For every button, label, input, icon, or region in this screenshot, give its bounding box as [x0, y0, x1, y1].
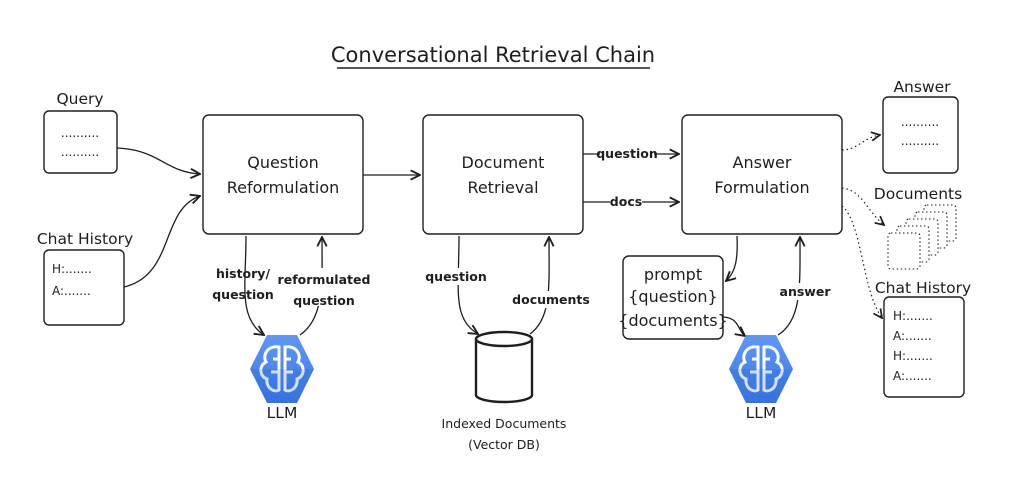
- query-label: Query: [56, 90, 103, 108]
- chat-history-output-line-2: A:.......: [893, 329, 932, 343]
- history-output-arrow: [841, 205, 882, 318]
- query-to-reformulation-arrow: [116, 147, 200, 174]
- prompt-line-2: {question}: [628, 287, 717, 306]
- question-reformulation-line-2: Reformulation: [227, 178, 340, 197]
- to-answer-question-label: question: [596, 146, 658, 161]
- brain-chip-icon: [729, 335, 793, 403]
- retrieval-question-label: question: [425, 269, 487, 284]
- answer-to-prompt-arrow: [726, 235, 738, 281]
- prompt-line-3: {documents}: [618, 311, 727, 330]
- diagram-title: Conversational Retrieval Chain: [331, 43, 655, 67]
- chat-history-output-label: Chat History: [875, 279, 971, 297]
- answer-output-arrow: [841, 135, 880, 151]
- retrieval-to-db-arrow: [457, 235, 478, 334]
- answer-output-box: [882, 96, 959, 174]
- documents-output-arrow: [841, 187, 884, 225]
- chat-history-input-line-1: H:.......: [52, 262, 92, 276]
- answer-formulation-box: [681, 114, 843, 235]
- history-question-label-1: history/: [216, 266, 270, 281]
- chat-history-output-line-1: H:.......: [893, 309, 933, 323]
- reformulated-question-label-1: reformulated: [278, 272, 371, 287]
- answer-formulation-line-2: Formulation: [714, 178, 809, 197]
- retrieval-documents-label: documents: [512, 292, 590, 307]
- query-line-2: ..........: [61, 145, 99, 159]
- chat-history-input-label: Chat History: [37, 230, 133, 248]
- prompt-box: [622, 255, 724, 340]
- answer-output-line-1: ..........: [901, 115, 939, 129]
- reformulation-to-llm-arrow: [244, 235, 264, 335]
- prompt-line-1: prompt: [644, 265, 702, 284]
- chat-history-input-box: [43, 249, 125, 326]
- database-cylinder-icon: [474, 330, 534, 404]
- query-box: [43, 110, 118, 174]
- chat-history-output-line-4: A:.......: [893, 369, 932, 383]
- brain-chip-icon: [250, 335, 314, 403]
- document-retrieval-box: [422, 114, 584, 235]
- query-line-1: ..........: [61, 126, 99, 140]
- llm-right-label: LLM: [746, 404, 777, 422]
- chat-history-input-line-2: A:.......: [52, 284, 91, 298]
- db-to-retrieval-arrow: [529, 237, 549, 335]
- answer-output-line-2: ..........: [901, 134, 939, 148]
- documents-output-label: Documents: [874, 185, 962, 203]
- answer-formulation-line-1: Answer: [733, 153, 792, 172]
- document-retrieval-line-1: Document: [462, 153, 545, 172]
- vector-db-label-1: Indexed Documents: [442, 416, 567, 431]
- history-question-label-2: question: [212, 287, 274, 302]
- prompt-to-llm-arrow: [722, 316, 745, 336]
- question-reformulation-line-1: Question: [247, 153, 319, 172]
- llm-left-label: LLM: [267, 404, 298, 422]
- history-to-reformulation-arrow: [123, 196, 200, 288]
- question-reformulation-box: [202, 114, 364, 235]
- document-retrieval-line-2: Retrieval: [467, 178, 538, 197]
- document-stack-icon: [887, 204, 957, 270]
- chat-history-output-line-3: H:.......: [893, 349, 933, 363]
- reformulated-question-label-2: question: [293, 293, 355, 308]
- answer-output-label: Answer: [893, 78, 951, 96]
- answer-edge-label: answer: [780, 284, 832, 299]
- vector-db-label-2: (Vector DB): [468, 437, 540, 452]
- chat-history-output-box: [883, 296, 965, 398]
- to-answer-docs-label: docs: [610, 194, 642, 209]
